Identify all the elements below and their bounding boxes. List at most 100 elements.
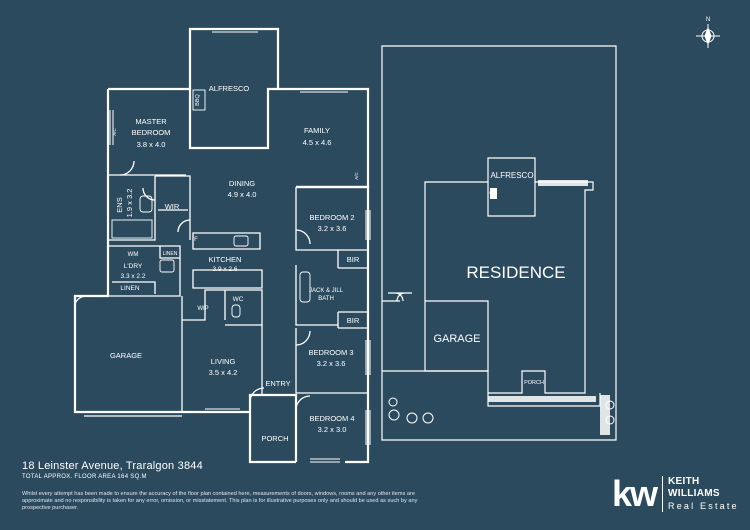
door-swing <box>177 219 191 233</box>
toilet-fixture <box>231 304 241 318</box>
dining-label: DINING <box>229 179 255 188</box>
jack-jill-label-2: BATH <box>318 296 334 302</box>
site-garage-label: GARAGE <box>433 333 480 345</box>
wall-wir <box>155 175 191 240</box>
bedroom2-label: BEDROOM 2 <box>309 213 354 222</box>
disclaimer: Whilst every attempt has been made to en… <box>22 491 418 511</box>
bedroom4-size: 3.2 x 3.0 <box>318 425 347 434</box>
ac-label: A/C <box>354 172 359 180</box>
window <box>365 410 371 445</box>
family-size: 4.5 x 4.6 <box>303 138 332 147</box>
site-alfresco <box>487 182 536 217</box>
window <box>310 458 340 463</box>
wall-bedroom2 <box>295 187 339 268</box>
living-size: 3.5 x 4.2 <box>209 368 238 377</box>
bir-label: BIR <box>347 255 360 264</box>
window <box>365 210 371 240</box>
bath-fixture <box>299 271 311 303</box>
entry-label: ENTRY <box>265 379 290 388</box>
sink-fixture <box>233 235 249 247</box>
site-driveway <box>382 300 425 372</box>
wall-wc <box>225 289 263 326</box>
kw-logo-mark: kw <box>612 473 658 514</box>
master-bedroom-label-2: BEDROOM <box>132 128 171 137</box>
north-arrow <box>696 24 720 48</box>
wall-linen-ldry <box>159 246 180 259</box>
wall-bir-bottom <box>337 311 368 329</box>
bir-bottom-label: BIR <box>347 316 360 325</box>
linen-bottom-label: LINEN <box>120 285 139 292</box>
basin-fixture <box>139 195 153 213</box>
bbq-fixture <box>192 89 206 111</box>
wip-label: WIP <box>197 306 208 312</box>
site-planting <box>600 395 610 435</box>
wall-kitchen-counter <box>192 232 261 250</box>
kitchen-label: KITCHEN <box>209 255 242 264</box>
residence-label: RESIDENCE <box>466 263 565 282</box>
site-garage <box>425 300 489 372</box>
bedroom2-size: 3.2 x 3.6 <box>318 224 347 233</box>
site-tree <box>605 415 615 425</box>
fridge-label: F <box>194 237 198 243</box>
site-boundary <box>381 45 617 441</box>
ac-label: A/C <box>112 128 117 136</box>
brand-logo: kw KEITH WILLIAMS Real Estate <box>612 476 750 512</box>
brand-text: KEITH WILLIAMS Real Estate <box>662 476 750 512</box>
wall-wip <box>182 289 226 321</box>
site-gate <box>388 292 412 302</box>
wall-bir-top <box>338 249 368 269</box>
wall-jack-jill <box>295 265 338 326</box>
wm-label: WM <box>128 252 139 258</box>
kitchen-size: 3.9 x 2.6 <box>213 266 238 273</box>
family-label: FAMILY <box>304 126 330 135</box>
living-label: LIVING <box>211 357 236 366</box>
window <box>205 408 240 413</box>
wall-outer-porch <box>248 393 298 464</box>
door-swing <box>295 395 311 411</box>
alfresco-label: ALFRESCO <box>209 84 250 93</box>
window <box>365 340 371 375</box>
ldry-size: 3.3 x 2.2 <box>121 273 146 280</box>
wall-bedroom3 <box>295 328 368 394</box>
floor-area: TOTAL APPROX. FLOOR AREA 164 SQ.M <box>22 474 147 480</box>
door-swing <box>74 295 88 305</box>
site-tree <box>406 412 418 424</box>
door-swing <box>295 330 311 346</box>
site-tree <box>388 409 400 421</box>
site-tree <box>422 412 434 424</box>
door-swing <box>119 160 135 176</box>
wall-ens <box>108 176 156 241</box>
master-bedroom-size: 3.8 x 4.0 <box>137 140 166 149</box>
ldry-trough <box>159 259 175 273</box>
wall-alfresco <box>188 27 280 89</box>
master-bedroom-label: MASTER <box>135 117 167 126</box>
ens-size: 1.9 x 3.2 <box>125 189 134 218</box>
wir-label: WIR <box>165 202 180 211</box>
address: 18 Leinster Avenue, Traralgon 3844 <box>22 460 203 472</box>
site-tree <box>605 400 615 410</box>
shower-fixture <box>111 219 153 239</box>
wall-outer-bedwing <box>296 185 370 464</box>
bedroom3-size: 3.2 x 3.6 <box>317 359 346 368</box>
garage-label: GARAGE <box>110 351 142 360</box>
site-planting <box>538 180 588 186</box>
site-bbq-label: BBQ <box>489 191 497 195</box>
linen-label: LINEN <box>163 251 178 257</box>
dining-size: 4.9 x 4.0 <box>228 190 257 199</box>
wall-linen-bottom <box>112 281 156 294</box>
ldry-label: L'DRY <box>124 263 143 270</box>
wall-kitchen-island <box>192 269 263 289</box>
door-swing <box>295 229 311 245</box>
wc-label: WC <box>233 296 244 303</box>
porch-label: PORCH <box>261 434 288 443</box>
site-alfresco-label: ALFRESCO <box>490 171 533 180</box>
site-hedge <box>488 396 596 402</box>
site-tree <box>388 397 398 407</box>
bbq-label: BBQ <box>195 93 201 105</box>
window <box>109 110 114 145</box>
site-house <box>424 157 594 394</box>
brand-name: KEITH WILLIAMS <box>668 476 720 499</box>
north-label: N <box>706 17 710 23</box>
door-swing <box>249 387 265 403</box>
